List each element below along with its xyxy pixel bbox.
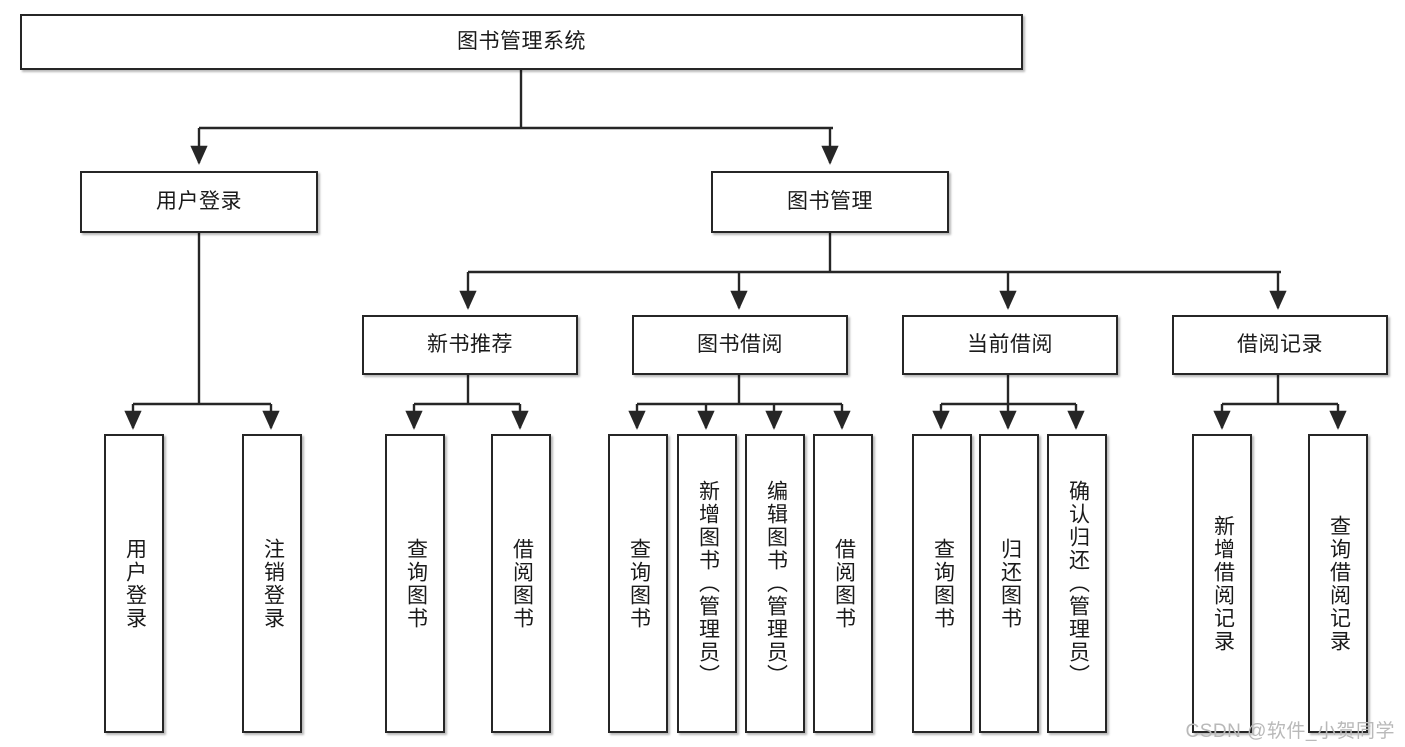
node-current-borrow-label: 当前借阅 bbox=[967, 332, 1053, 356]
leaf-borrow-record-query-label: 查询借阅记录 bbox=[1327, 514, 1351, 653]
leaf-book-borrow-add[interactable]: 新增图书（管理员） bbox=[677, 434, 737, 733]
leaf-borrow-record-add-label: 新增借阅记录 bbox=[1211, 514, 1235, 653]
node-root[interactable]: 图书管理系统 bbox=[20, 14, 1023, 70]
watermark: CSDN @软件_小贺同学 bbox=[1185, 721, 1395, 742]
leaf-book-borrow-query-label: 查询图书 bbox=[627, 537, 651, 630]
node-book-borrow-label: 图书借阅 bbox=[697, 332, 783, 356]
node-borrow-record[interactable]: 借阅记录 bbox=[1172, 315, 1388, 375]
leaf-current-borrow-query-label: 查询图书 bbox=[931, 537, 955, 630]
leaf-current-borrow-return-label: 归还图书 bbox=[998, 537, 1022, 630]
node-new-book-recommend-label: 新书推荐 bbox=[427, 332, 513, 356]
leaf-book-borrow-edit-label: 编辑图书（管理员） bbox=[764, 480, 788, 687]
leaf-new-book-borrow[interactable]: 借阅图书 bbox=[491, 434, 551, 733]
leaf-borrow-record-add[interactable]: 新增借阅记录 bbox=[1192, 434, 1252, 733]
leaf-current-borrow-confirm[interactable]: 确认归还（管理员） bbox=[1047, 434, 1107, 733]
leaf-borrow-record-query[interactable]: 查询借阅记录 bbox=[1308, 434, 1368, 733]
node-book-manage-label: 图书管理 bbox=[787, 189, 873, 213]
node-user-login-label: 用户登录 bbox=[156, 189, 242, 213]
leaf-user-login-logout[interactable]: 注销登录 bbox=[242, 434, 302, 733]
node-user-login[interactable]: 用户登录 bbox=[80, 171, 318, 233]
node-borrow-record-label: 借阅记录 bbox=[1237, 332, 1323, 356]
leaf-current-borrow-return[interactable]: 归还图书 bbox=[979, 434, 1039, 733]
leaf-current-borrow-query[interactable]: 查询图书 bbox=[912, 434, 972, 733]
leaf-current-borrow-confirm-label: 确认归还（管理员） bbox=[1066, 480, 1090, 687]
node-current-borrow[interactable]: 当前借阅 bbox=[902, 315, 1118, 375]
leaf-user-login-logout-label: 注销登录 bbox=[261, 537, 285, 630]
leaf-book-borrow-add-label: 新增图书（管理员） bbox=[696, 480, 720, 687]
leaf-book-borrow-borrow-label: 借阅图书 bbox=[832, 537, 856, 630]
node-root-label: 图书管理系统 bbox=[457, 29, 586, 53]
leaf-user-login-login[interactable]: 用户登录 bbox=[104, 434, 164, 733]
leaf-book-borrow-edit[interactable]: 编辑图书（管理员） bbox=[745, 434, 805, 733]
leaf-new-book-query[interactable]: 查询图书 bbox=[385, 434, 445, 733]
leaf-user-login-login-label: 用户登录 bbox=[123, 537, 147, 630]
leaf-book-borrow-borrow[interactable]: 借阅图书 bbox=[813, 434, 873, 733]
node-book-manage[interactable]: 图书管理 bbox=[711, 171, 949, 233]
leaf-new-book-borrow-label: 借阅图书 bbox=[510, 537, 534, 630]
leaf-new-book-query-label: 查询图书 bbox=[404, 537, 428, 630]
node-book-borrow[interactable]: 图书借阅 bbox=[632, 315, 848, 375]
node-new-book-recommend[interactable]: 新书推荐 bbox=[362, 315, 578, 375]
leaf-book-borrow-query[interactable]: 查询图书 bbox=[608, 434, 668, 733]
